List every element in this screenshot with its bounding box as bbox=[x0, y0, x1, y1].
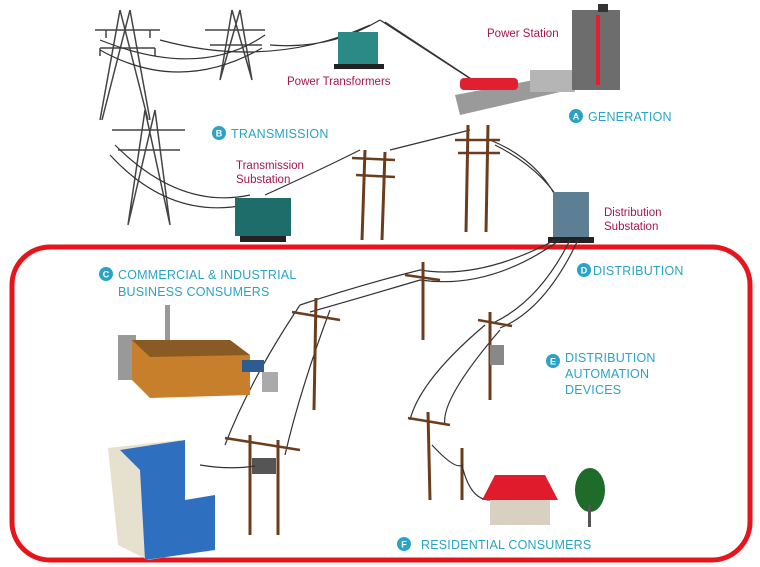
badge-f: F bbox=[401, 540, 407, 550]
badge-d: D bbox=[581, 266, 588, 276]
distribution-substation-label: Substation bbox=[604, 221, 658, 233]
badge-a: A bbox=[573, 112, 580, 122]
house-icon bbox=[482, 475, 558, 525]
utility-pole-icon bbox=[407, 411, 464, 501]
utility-pole-icon bbox=[404, 262, 441, 340]
stage-label: COMMERCIAL & INDUSTRIAL bbox=[118, 268, 296, 282]
transmission-substation-label: Substation bbox=[236, 174, 290, 186]
transmission-tower-icon bbox=[95, 9, 160, 121]
stage-generation: A GENERATION bbox=[569, 109, 672, 124]
power-station-icon bbox=[455, 4, 620, 115]
utility-pole-icon bbox=[351, 149, 396, 241]
badge-b: B bbox=[216, 129, 223, 139]
stage-residential: F RESIDENTIAL CONSUMERS bbox=[397, 537, 591, 552]
stage-label: DISTRIBUTION bbox=[565, 351, 656, 365]
utility-pole-icon bbox=[455, 124, 500, 233]
stage-label: DEVICES bbox=[565, 383, 621, 397]
stage-label: BUSINESS CONSUMERS bbox=[118, 285, 270, 299]
power-transformers-label: Power Transformers bbox=[287, 76, 391, 88]
utility-pole-icon bbox=[224, 435, 301, 535]
stage-label: TRANSMISSION bbox=[231, 127, 329, 141]
factory-icon bbox=[118, 305, 278, 398]
utility-pole-icon bbox=[291, 297, 341, 411]
stage-transmission: B TRANSMISSION bbox=[212, 126, 329, 141]
stage-label: RESIDENTIAL CONSUMERS bbox=[421, 538, 591, 552]
tree-icon bbox=[575, 468, 605, 527]
stage-label: AUTOMATION bbox=[565, 367, 649, 381]
distribution-substation-icon bbox=[548, 192, 594, 243]
distribution-substation-label: Distribution bbox=[604, 207, 662, 219]
stage-commercial-industrial: C COMMERCIAL & INDUSTRIAL BUSINESS CONSU… bbox=[99, 267, 296, 299]
stage-label: GENERATION bbox=[588, 110, 672, 124]
stage-label: DISTRIBUTION bbox=[593, 264, 684, 278]
stage-distribution: D DISTRIBUTION bbox=[577, 263, 684, 278]
automation-device-icon bbox=[490, 345, 504, 365]
transmission-tower-icon bbox=[205, 9, 265, 81]
power-station-label: Power Station bbox=[487, 28, 559, 40]
stage-distribution-automation: E DISTRIBUTION AUTOMATION DEVICES bbox=[546, 351, 656, 397]
badge-e: E bbox=[550, 357, 556, 367]
distribution-highlight-box bbox=[9, 244, 753, 563]
office-building-icon bbox=[108, 440, 215, 560]
badge-c: C bbox=[103, 270, 110, 280]
transmission-substation-icon bbox=[235, 198, 291, 242]
transmission-substation-label: Transmission bbox=[236, 160, 304, 172]
power-transformer-icon bbox=[334, 32, 384, 69]
utility-pole-icon bbox=[477, 312, 513, 400]
